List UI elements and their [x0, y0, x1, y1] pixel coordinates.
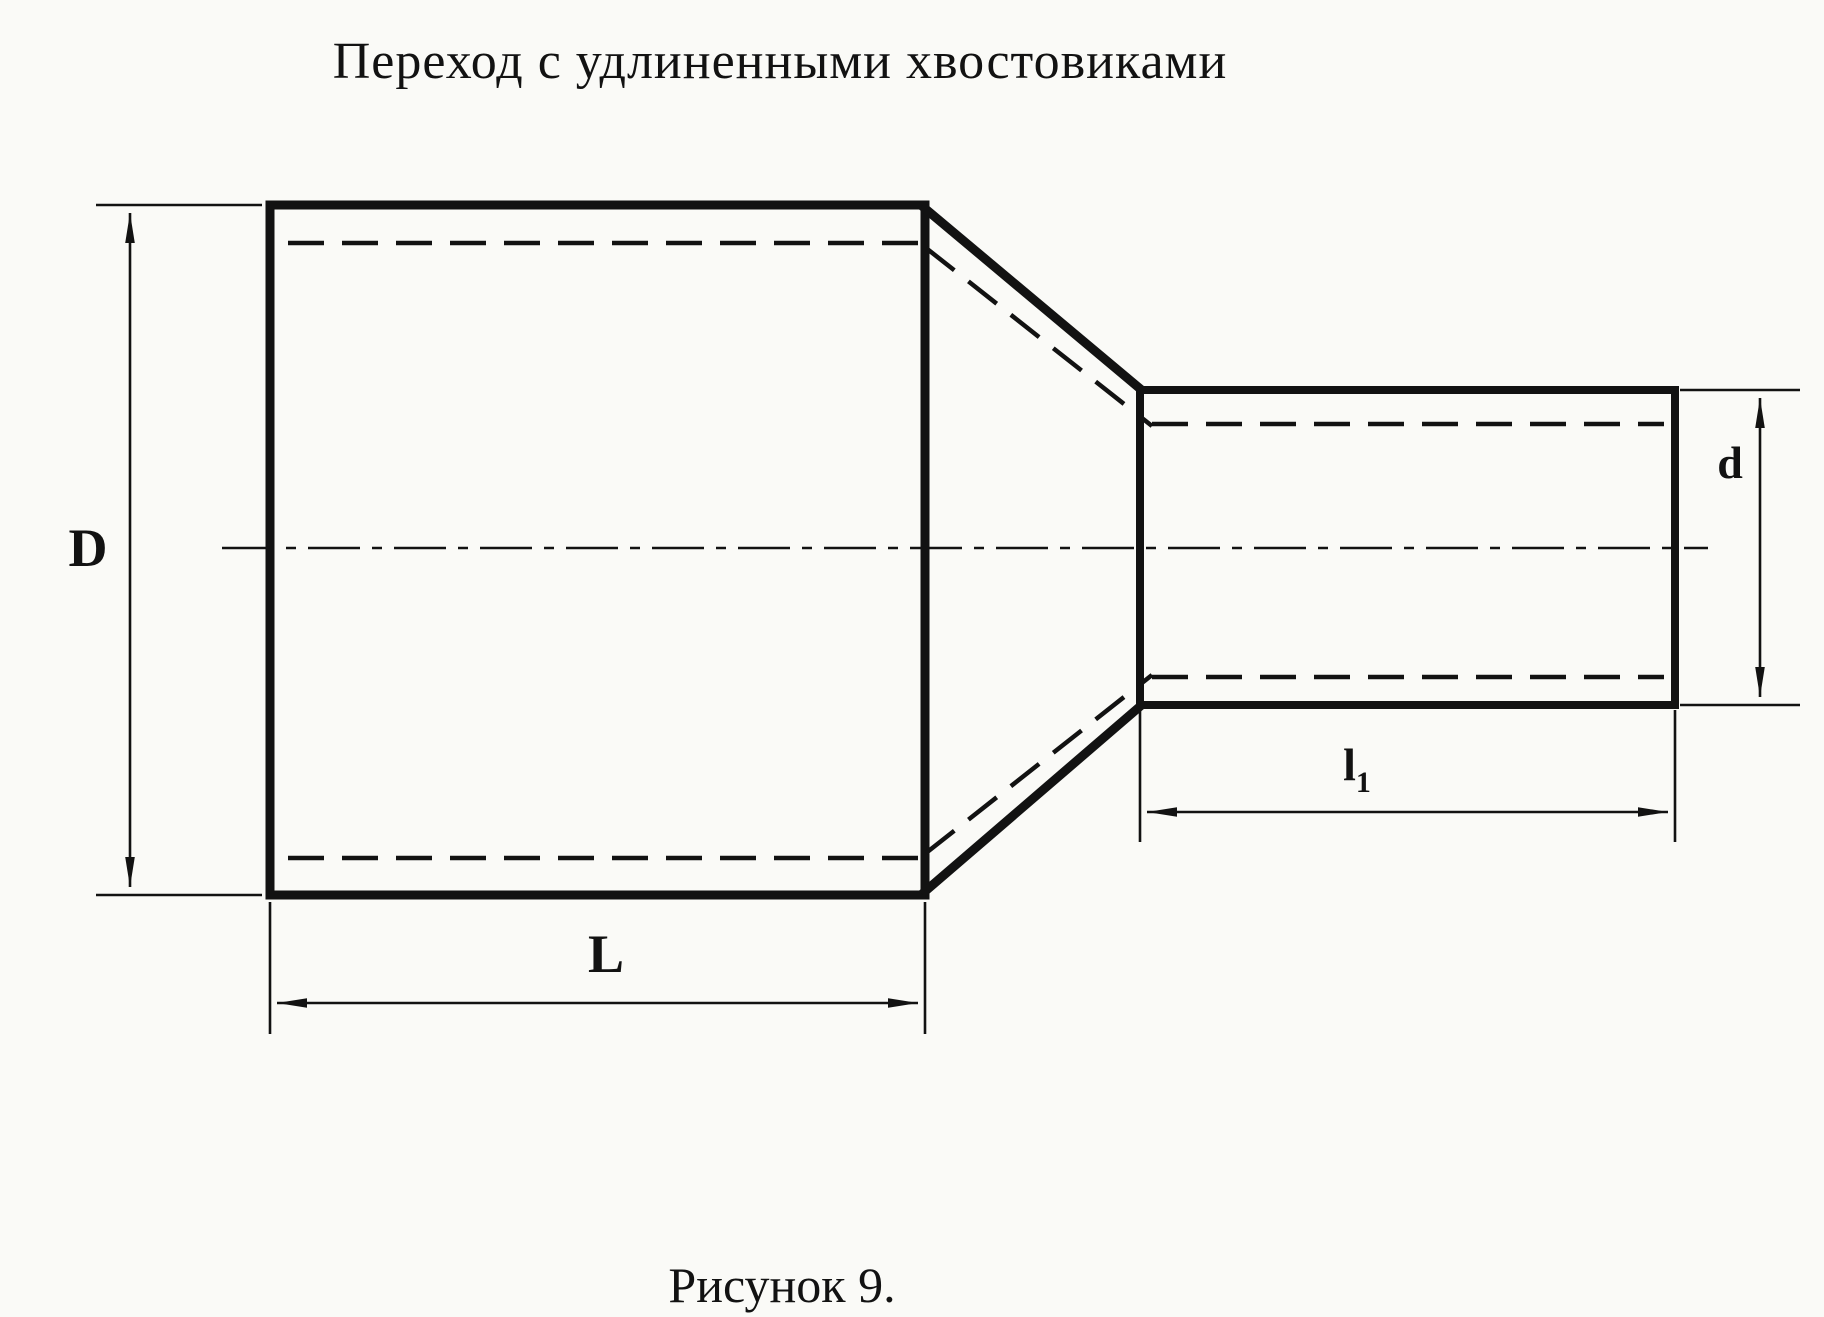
- cone-bottom-edge: [919, 699, 1147, 898]
- inner-bore-dashed-lines: [288, 240, 1664, 861]
- dimension-D: D: [69, 203, 262, 897]
- dimension-label-l1: l1: [1343, 739, 1371, 799]
- tail-length-letter: l: [1343, 739, 1356, 790]
- bore-line-cone-top: [924, 246, 1154, 428]
- small-cylinder-outline: [1136, 386, 1679, 709]
- dimension-L: L: [268, 902, 927, 1034]
- large-cylinder-outline: [265, 200, 930, 900]
- bore-line-cone-bottom: [924, 673, 1154, 855]
- dimension-label-d: d: [1717, 437, 1743, 488]
- dimension-d: d: [1680, 388, 1800, 707]
- tail-length-subscript: 1: [1356, 766, 1371, 799]
- dimension-label-L: L: [588, 924, 624, 984]
- dimension-l1: l1: [1138, 710, 1677, 842]
- drawing-title: Переход с удлиненными хвостовиками: [333, 33, 1228, 90]
- reducer-outer-contour: [265, 200, 1679, 900]
- dimension-label-D: D: [69, 518, 108, 578]
- figure-caption: Рисунок 9.: [668, 1257, 895, 1313]
- cone-top-edge: [919, 202, 1147, 396]
